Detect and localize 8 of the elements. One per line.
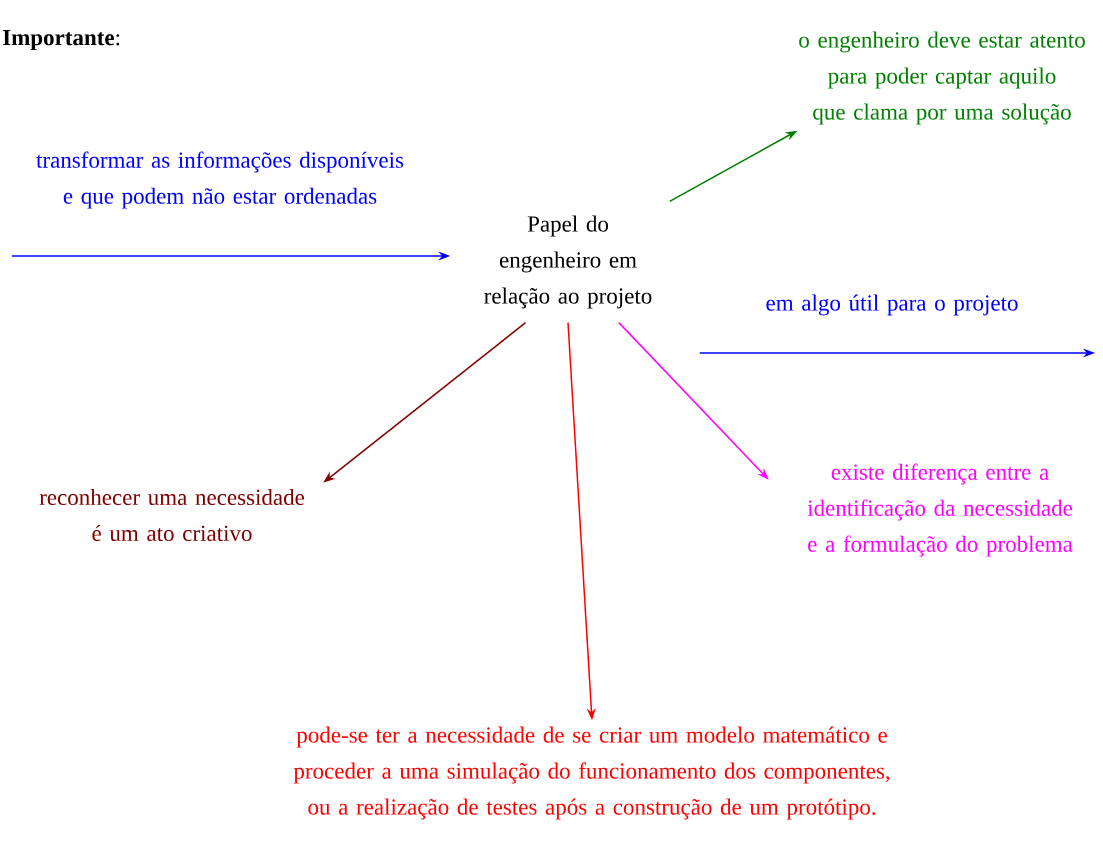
note-text: o engenheiro deve estar atento para poder captar aquilo que clama por uma solução [799,31,1085,125]
edge-label: transformar as informações disponíveis e que podem não estar ordenadas [36,151,404,209]
note-text: existe diferença entre a identificação da necessidade e a formulação do problema [807,463,1073,557]
note-text: pode-se ter a necessidade de se criar um modelo matemático e proceder a uma simulação do funcionamento dos componentes, ou a realização de testes após a construção de um protótipo. [293,726,890,820]
note-text: reconhecer uma necessidade é um ato criativo [39,488,305,542]
heading: Importante: [2,30,120,50]
center-text: Papel do engenheiro em relação ao projeto [484,215,652,309]
edge-label: em algo útil para o projeto [766,294,1018,316]
